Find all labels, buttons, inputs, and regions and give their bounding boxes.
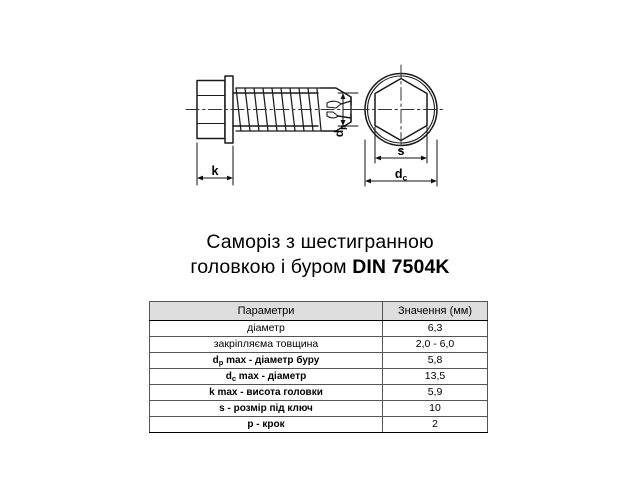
- parameter-text: max - діаметр: [236, 371, 307, 382]
- parameter-symbol: p: [247, 419, 254, 430]
- parameter-cell: p - крок: [149, 416, 383, 433]
- parameter-text: max - діаметр буру: [223, 355, 320, 366]
- value-cell: 5,9: [382, 384, 488, 401]
- din-standard-code: DIN 7504K: [352, 256, 450, 278]
- dimension-label-s: s: [398, 144, 405, 158]
- dimension-dp: [337, 92, 359, 127]
- parameter-cell: dc max - діаметр: [149, 368, 383, 385]
- parameter-text: закріпляєма товщина: [213, 338, 319, 350]
- parameter-cell: k max - висота головки: [149, 384, 383, 401]
- parameter-symbol: k: [209, 387, 215, 398]
- technical-drawing: k dp s dc: [185, 64, 447, 187]
- dimension-dc: [364, 139, 438, 187]
- value-cell: 2,0 - 6,0: [382, 336, 488, 353]
- value-cell: 2: [382, 416, 488, 433]
- parameter-text: - крок: [253, 419, 285, 430]
- product-title-line-2: головкою і буром DIN 7504K: [0, 255, 640, 280]
- product-title-line-1: Саморіз з шестигранною: [0, 230, 640, 255]
- product-title-text-2: головкою і буром: [190, 256, 353, 278]
- parameter-text: max - висота головки: [214, 387, 323, 398]
- parameter-symbol: dp: [212, 355, 224, 367]
- parameter-cell: діаметр: [149, 320, 383, 337]
- dimension-s: [374, 126, 428, 164]
- parameter-cell: s - розмір під ключ: [149, 400, 383, 417]
- parameter-subscript: p: [218, 357, 224, 367]
- product-title-text-1: Саморіз з шестигранною: [206, 231, 434, 253]
- table-row: закріпляєма товщина 2,0 - 6,0: [149, 336, 488, 353]
- value-cell: 10: [382, 400, 488, 417]
- parameter-symbol: dc: [225, 371, 237, 383]
- dimension-label-dp: dp: [332, 125, 348, 137]
- parameter-subscript: c: [231, 373, 237, 383]
- value-cell: 6,3: [382, 320, 488, 337]
- parameter-symbol: s: [219, 403, 225, 414]
- value-cell: 13,5: [382, 368, 488, 385]
- dimension-k: [196, 142, 234, 186]
- dimension-label-k: k: [212, 164, 219, 178]
- parameter-text: - розмір під ключ: [224, 403, 313, 414]
- dimension-label-dc: dc: [395, 167, 408, 183]
- parameter-text: діаметр: [247, 322, 285, 334]
- column-header-parameter: Параметри: [149, 301, 383, 321]
- value-cell: 5,8: [382, 352, 488, 369]
- parameter-cell: закріпляєма товщина: [149, 336, 383, 353]
- parameter-cell: dp max - діаметр буру: [149, 352, 383, 369]
- column-header-value: Значення (мм): [382, 301, 488, 321]
- product-title: Саморіз з шестигранною головкою і буром …: [0, 230, 640, 280]
- table-row: діаметр 6,3: [149, 320, 488, 337]
- table-header-row: Параметри Значення (мм): [149, 301, 488, 321]
- centerlines-end-view: [355, 64, 447, 156]
